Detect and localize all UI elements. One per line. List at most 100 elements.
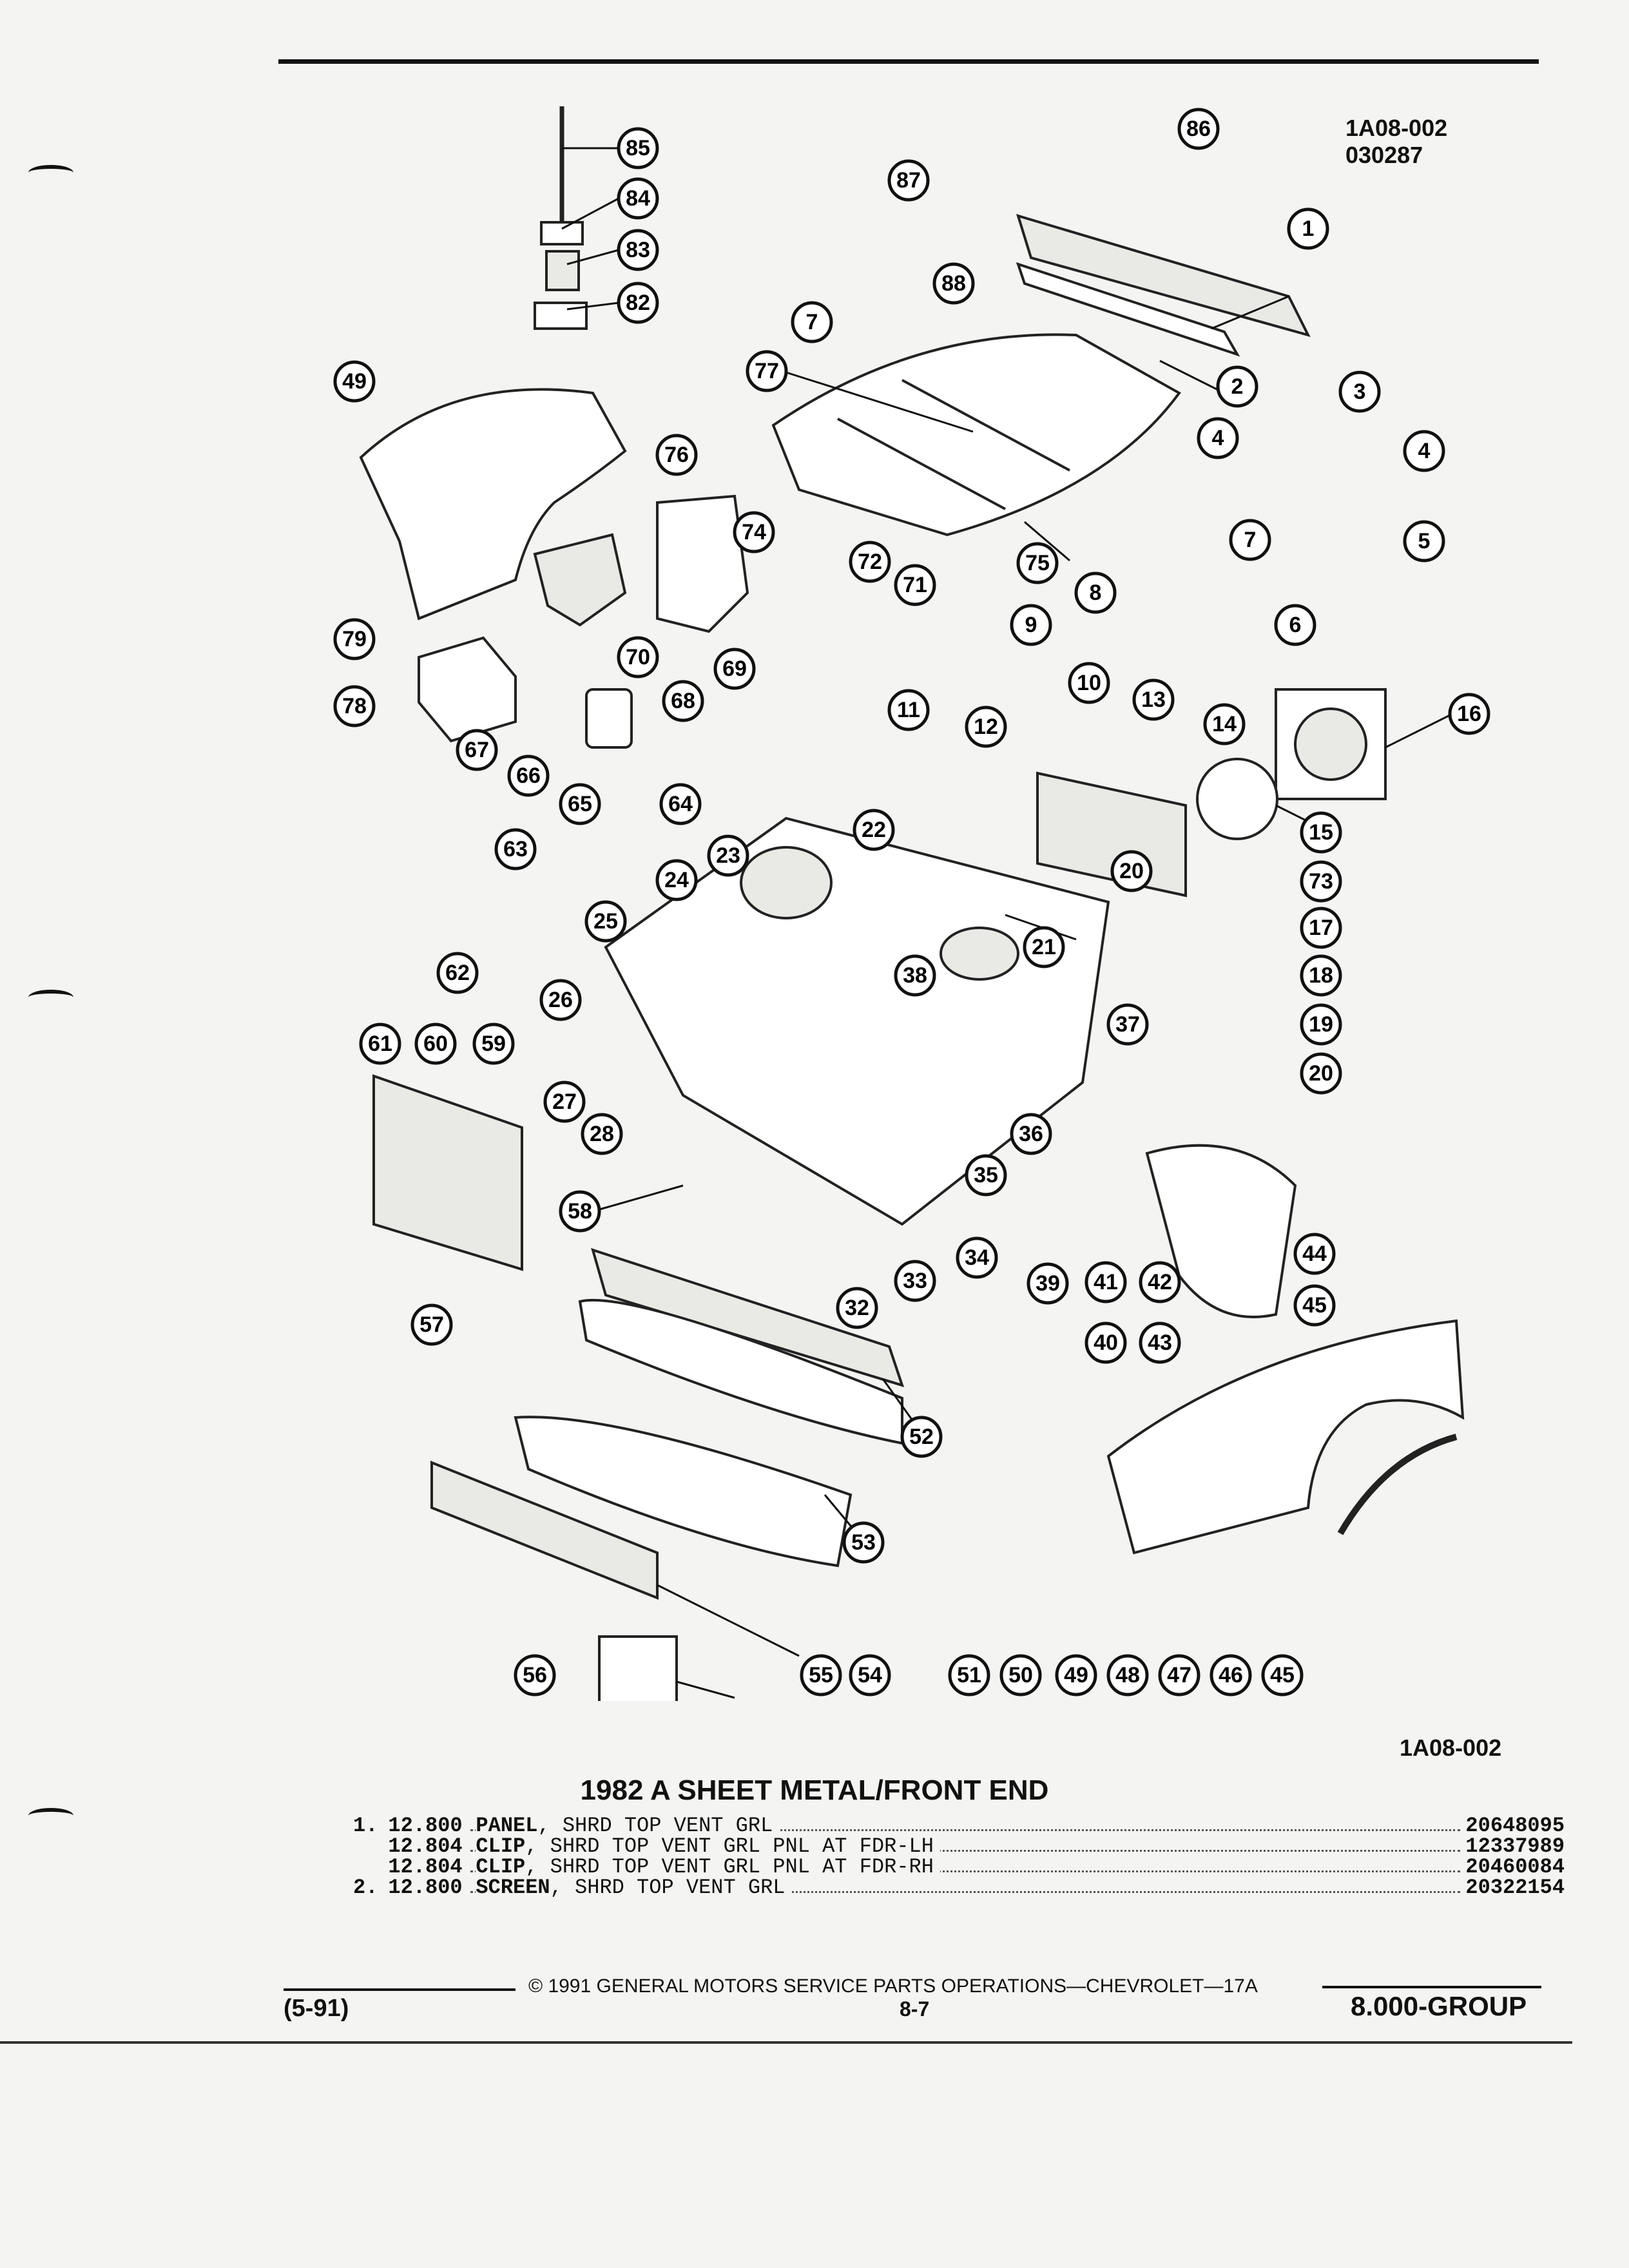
callout-18: 18 [1300, 954, 1342, 997]
callout-label: 45 [1302, 1293, 1327, 1318]
callout-label: 86 [1186, 117, 1211, 141]
callout-label: 40 [1094, 1331, 1118, 1355]
callout-label: 21 [1032, 935, 1056, 959]
callout-label: 16 [1457, 702, 1481, 726]
callout-label: 18 [1309, 963, 1333, 988]
callout-78: 76 [655, 434, 698, 476]
callout-72: 70 [617, 636, 659, 678]
callout-86: 86 [1177, 108, 1220, 150]
exploded-parts-diagram: 85 84 83 82 86 87 88 7 1 2 49 77 3 4 4 7… [333, 106, 1490, 1701]
battery-tray-part [418, 636, 517, 743]
callout-14: 14 [1203, 703, 1246, 745]
callout-50: 49 [1055, 1654, 1097, 1696]
callout-label: 27 [552, 1090, 577, 1114]
callout-label: 53 [851, 1530, 876, 1555]
callout-54: 53 [842, 1521, 885, 1564]
callout-44: 44 [1293, 1233, 1336, 1275]
callout-label: 4 [1418, 439, 1431, 463]
callout-label: 77 [755, 359, 779, 383]
callout-label: 8 [1090, 581, 1102, 605]
fender-rh-part [1106, 1319, 1465, 1555]
callout-label: 23 [716, 843, 740, 868]
callout-82: 82 [617, 282, 659, 324]
bumper-part [578, 1298, 903, 1445]
group-code: 12.804 [388, 1834, 463, 1858]
callout-23: 22 [853, 809, 895, 851]
callout-4b: 4 [1403, 430, 1445, 472]
callout-label: 39 [1036, 1271, 1060, 1296]
callout-3: 3 [1338, 370, 1381, 413]
callout-label: 76 [664, 443, 689, 467]
callout-40: 40 [1084, 1321, 1127, 1364]
section-title: 1982 A SHEET METAL/FRONT END [580, 1774, 1049, 1806]
item-number [348, 1857, 383, 1878]
callout-12: 12 [965, 706, 1007, 748]
callout-label: 52 [909, 1425, 934, 1449]
callout-9: 9 [1010, 604, 1052, 646]
grille-part [430, 1461, 659, 1600]
callout-label: 82 [626, 291, 650, 315]
callout-label: 7 [806, 310, 818, 334]
callout-21: 20 [1110, 850, 1153, 892]
item-number: 2. [353, 1876, 378, 1899]
hood-hinge-part [656, 494, 749, 633]
callout-label: 20 [1119, 859, 1144, 883]
callout-label: 68 [671, 689, 695, 713]
battery-tray-support-part [533, 533, 627, 627]
callout-label: 54 [858, 1663, 882, 1687]
callout-19: 19 [1300, 1003, 1342, 1046]
parts-row: 12.804 CLIP, SHRD TOP VENT GRL PNL AT FD… [348, 1834, 1570, 1858]
group-code: 12.800 [388, 1876, 463, 1899]
callout-28: 27 [543, 1081, 586, 1123]
callout-label: 55 [809, 1663, 833, 1687]
callout-label: 47 [1167, 1663, 1191, 1687]
callout-label: 12 [974, 715, 998, 739]
callout-84: 84 [617, 177, 659, 220]
callout-41: 41 [1084, 1261, 1127, 1303]
callout-48: 47 [1158, 1654, 1200, 1696]
callout-42: 42 [1139, 1261, 1181, 1303]
callout-45: 45 [1293, 1284, 1336, 1327]
callout-label: 14 [1212, 712, 1237, 736]
callout-label: 32 [845, 1296, 869, 1320]
callout-61: 59 [472, 1023, 515, 1065]
callout-59: 57 [410, 1303, 453, 1346]
callout-label: 88 [941, 271, 966, 296]
callout-label: 84 [626, 186, 650, 211]
part-description: CLIP, SHRD TOP VENT GRL PNL AT FDR-LH [470, 1834, 1461, 1858]
callout-label: 87 [896, 168, 921, 193]
callout-label: 2 [1231, 374, 1244, 399]
page-number: 8-7 [900, 1997, 930, 2021]
fan-part [1294, 707, 1367, 781]
callout-88: 88 [932, 262, 975, 305]
callout-label: 38 [903, 963, 927, 988]
fender-lh-part [359, 388, 627, 620]
part-name: CLIP [476, 1834, 526, 1858]
callout-label: 58 [568, 1199, 592, 1224]
part-desc: , SHRD TOP VENT GRL PNL AT FDR-LH [525, 1834, 934, 1858]
callout-label: 26 [548, 988, 573, 1012]
part-description: PANEL, SHRD TOP VENT GRL [470, 1814, 1461, 1838]
part-number: 20322154 [1465, 1876, 1565, 1899]
part-number: 12337989 [1465, 1834, 1565, 1858]
copyright-line: © 1991 GENERAL MOTORS SERVICE PARTS OPER… [528, 1975, 1258, 1997]
footer-date: (5-91) [284, 1995, 349, 2022]
margin-mark [28, 1808, 73, 1823]
callout-label: 73 [1309, 869, 1333, 894]
footer-rule-right [1322, 1986, 1541, 1988]
callout-77: 75 [1016, 542, 1059, 584]
callout-8: 8 [1074, 572, 1117, 614]
callout-81: 79 [333, 618, 376, 660]
callout-55: 54 [849, 1654, 891, 1696]
callout-label: 67 [465, 738, 489, 762]
callout-7a: 7 [791, 301, 833, 343]
callout-label: 4 [1212, 426, 1224, 450]
callout-7b: 7 [1229, 519, 1271, 561]
latch-bracket-part [545, 250, 580, 291]
part-number: 20648095 [1465, 1814, 1565, 1838]
front-fascia-part [514, 1416, 853, 1568]
callout-68: 66 [507, 754, 550, 797]
callout-label: 43 [1148, 1331, 1172, 1355]
callout-11: 11 [887, 689, 930, 731]
hood-part [771, 333, 1181, 537]
